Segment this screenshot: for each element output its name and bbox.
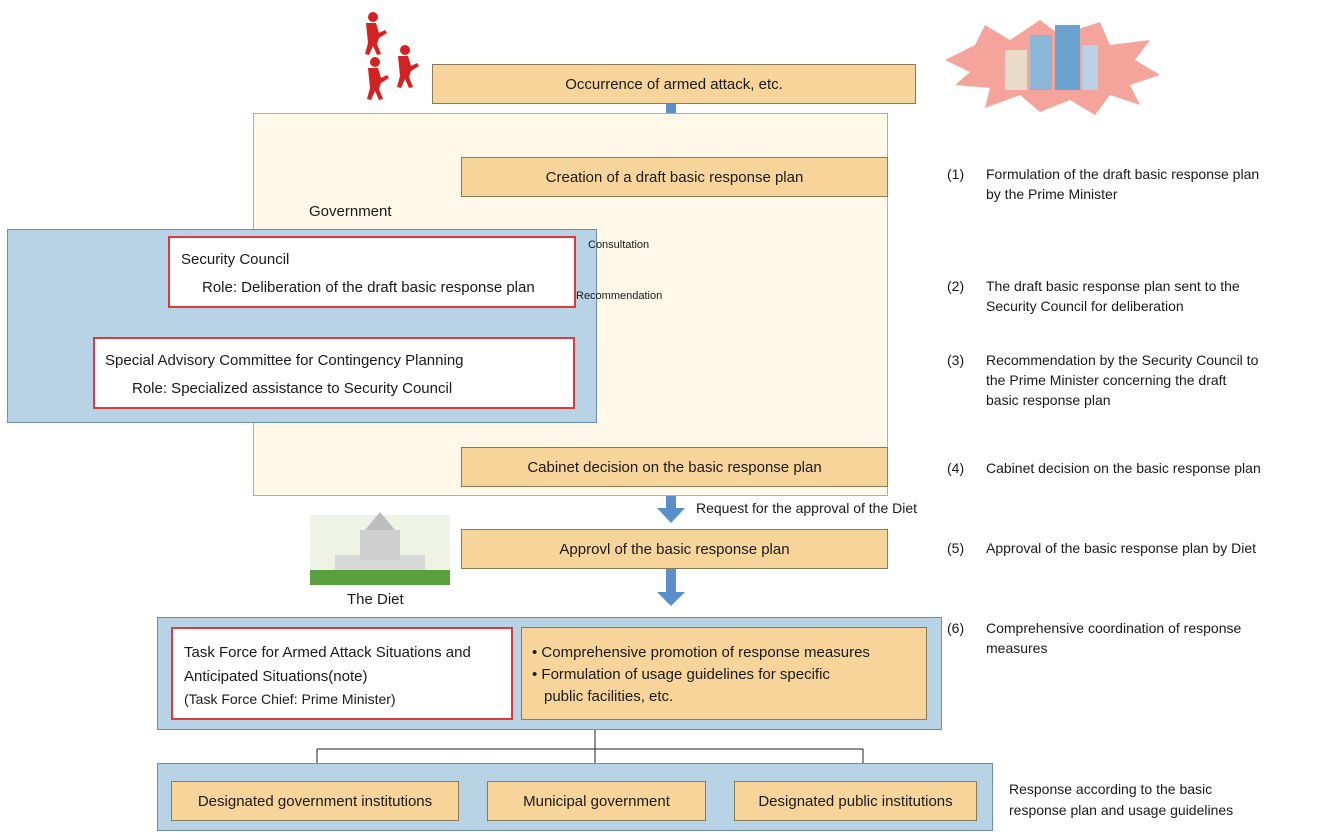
institution-government: Designated government institutions [171, 781, 459, 821]
note-number: (3) [947, 352, 965, 368]
task-force-line2: Anticipated Situations(note) [184, 668, 368, 685]
task-force-line3: (Task Force Chief: Prime Minister) [184, 691, 396, 707]
note-line: measures [986, 640, 1048, 656]
soldier-icon [397, 45, 419, 88]
task-force-line1: Task Force for Armed Attack Situations a… [184, 644, 471, 661]
note-number: (1) [947, 166, 965, 182]
advisory-role: Role: Specialized assistance to Security… [132, 380, 453, 397]
cabinet-decision-label: Cabinet decision on the basic response p… [527, 458, 822, 476]
note-text: The draft basic response plan sent to th… [986, 276, 1240, 316]
note-4: (4) Cabinet decision on the basic respon… [947, 458, 1317, 480]
note-number: (2) [947, 278, 965, 294]
note-line: by the Prime Minister [986, 186, 1118, 202]
response-note: Response according to the basic response… [1009, 779, 1233, 821]
measure-item-1: • Comprehensive promotion of response me… [532, 644, 870, 661]
note-text: Formulation of the draft basic response … [986, 164, 1259, 204]
approval-box: Approvl of the basic response plan [461, 529, 888, 569]
note-text: Cabinet decision on the basic response p… [986, 460, 1261, 476]
response-measures-box: • Comprehensive promotion of response me… [521, 627, 927, 720]
note-number: (6) [947, 620, 965, 636]
government-label: Government [309, 203, 392, 220]
security-council-title: Security Council [181, 251, 290, 268]
note-line: the Prime Minister concerning the draft [986, 372, 1227, 388]
note-line: Recommendation by the Security Council t… [986, 352, 1259, 368]
task-force-box: Task Force for Armed Attack Situations a… [171, 627, 513, 720]
recommendation-label: Recommendation [576, 290, 663, 302]
approval-label: Approvl of the basic response plan [559, 540, 790, 558]
note-6: (6) Comprehensive coordination of respon… [947, 618, 1317, 662]
institution-municipal: Municipal government [487, 781, 706, 821]
advisory-committee-box: Special Advisory Committee for Contingen… [93, 337, 575, 409]
draft-plan-box: Creation of a draft basic response plan [461, 157, 888, 197]
note-number: (4) [947, 460, 965, 476]
note-text: Approval of the basic response plan by D… [986, 540, 1257, 556]
response-note-line: Response according to the basic [1009, 781, 1213, 797]
diet-label: The Diet [347, 591, 404, 608]
advisory-title: Special Advisory Committee for Contingen… [105, 352, 464, 369]
note-line: Security Council for deliberation [986, 298, 1184, 314]
soldier-icon [365, 12, 387, 55]
diet-building-icon [310, 512, 450, 585]
draft-plan-label: Creation of a draft basic response plan [545, 168, 804, 186]
cabinet-decision-box: Cabinet decision on the basic response p… [461, 447, 888, 487]
institution-municipal-label: Municipal government [523, 792, 670, 810]
attack-label: Occurrence of armed attack, etc. [565, 75, 783, 93]
note-3: (3) Recommendation by the Security Counc… [947, 350, 1317, 420]
security-council-box: Security Council Role: Deliberation of t… [168, 236, 576, 308]
soldier-icon [367, 57, 389, 100]
security-council-role: Role: Deliberation of the draft basic re… [202, 279, 535, 296]
attack-box: Occurrence of armed attack, etc. [432, 64, 916, 104]
note-text: Recommendation by the Security Council t… [986, 350, 1258, 410]
note-1: (1) Formulation of the draft basic respo… [947, 164, 1317, 224]
institution-public-label: Designated public institutions [758, 792, 953, 810]
note-line: The draft basic response plan sent to th… [986, 278, 1240, 294]
note-line: basic response plan [986, 392, 1111, 408]
note-text: Comprehensive coordination of response me… [986, 618, 1241, 658]
note-number: (5) [947, 540, 965, 556]
note-line: Comprehensive coordination of response [986, 620, 1242, 636]
measure-item-2-cont: public facilities, etc. [544, 688, 674, 705]
response-note-line: response plan and usage guidelines [1009, 802, 1234, 818]
note-2: (2) The draft basic response plan sent t… [947, 276, 1317, 336]
consultation-label: Consultation [588, 239, 650, 251]
measure-item-2: • Formulation of usage guidelines for sp… [532, 666, 830, 683]
institution-government-label: Designated government institutions [197, 792, 433, 810]
institution-public: Designated public institutions [734, 781, 977, 821]
burning-city-icon [945, 20, 1160, 115]
note-line: Formulation of the draft basic response … [986, 166, 1260, 182]
note-5: (5) Approval of the basic response plan … [947, 538, 1317, 560]
diet-request-label: Request for the approval of the Diet [696, 500, 918, 516]
